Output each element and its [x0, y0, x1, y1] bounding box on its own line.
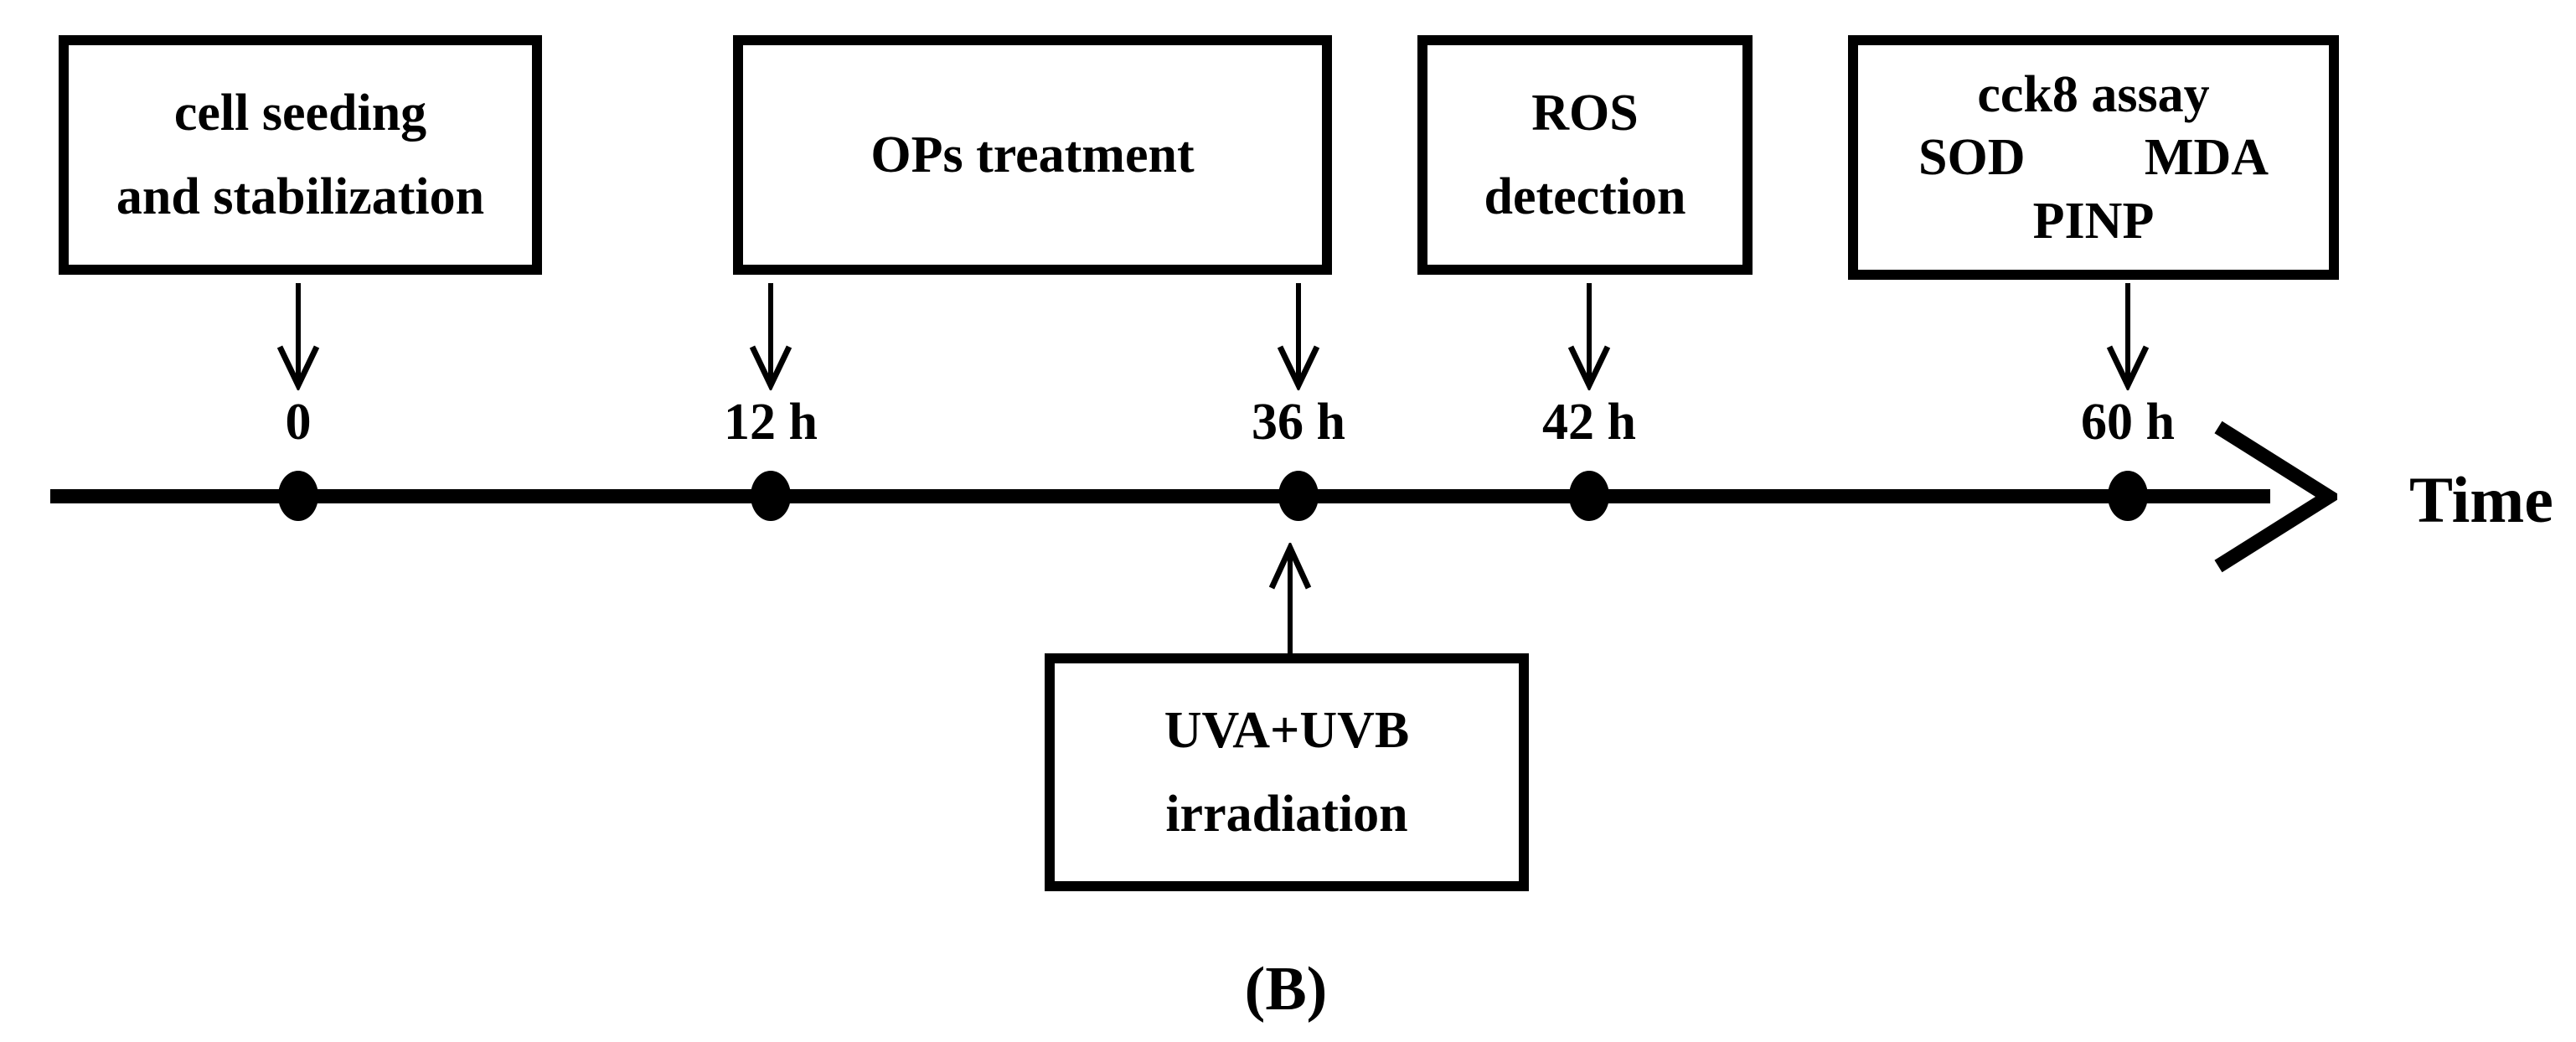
box-text-row: SOD MDA — [1858, 132, 2329, 183]
timeline-dot-42h — [1569, 471, 1609, 521]
down-arrow-12h-icon — [749, 283, 792, 390]
process-box-ops-treatment: OPs treatment — [733, 35, 1332, 275]
timeline-dot-36h — [1278, 471, 1319, 521]
timeline-dot-0h — [278, 471, 318, 521]
timeline-tick-42h: 42 h — [1542, 394, 1636, 451]
timeline-tick-0h: 0 — [285, 394, 312, 451]
box-text-line: irradiation — [1165, 786, 1408, 843]
timeline-dot-12h — [751, 471, 791, 521]
box-text-line: UVA+UVB — [1164, 701, 1410, 759]
down-arrow-42h-icon — [1567, 283, 1611, 390]
down-arrow-60h-icon — [2106, 283, 2150, 390]
down-arrow-36h-icon — [1277, 283, 1320, 390]
process-box-cell-seeding: cell seeding and stabilization — [59, 35, 542, 275]
box-text-line: cell seeding — [173, 84, 427, 142]
process-box-ros-detection: ROS detection — [1417, 35, 1753, 275]
timeline-tick-36h: 36 h — [1252, 394, 1345, 451]
box-text-line: OPs treatment — [870, 126, 1195, 183]
box-text-line: detection — [1484, 168, 1686, 225]
time-axis-label: Time — [2409, 463, 2553, 536]
down-arrow-0h-icon — [276, 283, 320, 390]
box-text-line: MDA — [2144, 129, 2269, 186]
process-box-endpoint-assays: cck8 assay SOD MDA PINP — [1848, 35, 2339, 280]
timeline-tick-60h: 60 h — [2081, 394, 2175, 451]
timeline-arrowhead-icon — [2214, 420, 2337, 573]
box-text-line: SOD — [1918, 129, 2026, 186]
timeline-tick-12h: 12 h — [724, 394, 818, 451]
figure-caption: (B) — [1244, 955, 1328, 1024]
box-text-line: cck8 assay — [1977, 65, 2210, 123]
box-text-line: PINP — [2032, 192, 2155, 250]
box-text-line: and stabilization — [116, 168, 485, 225]
timeline-dot-60h — [2108, 471, 2148, 521]
process-box-uva-uvb-irradiation: UVA+UVB irradiation — [1045, 653, 1529, 891]
up-arrow-uv-irradiation-icon — [1268, 543, 1312, 658]
timeline-axis — [50, 489, 2270, 503]
box-text-line: ROS — [1531, 84, 1639, 142]
